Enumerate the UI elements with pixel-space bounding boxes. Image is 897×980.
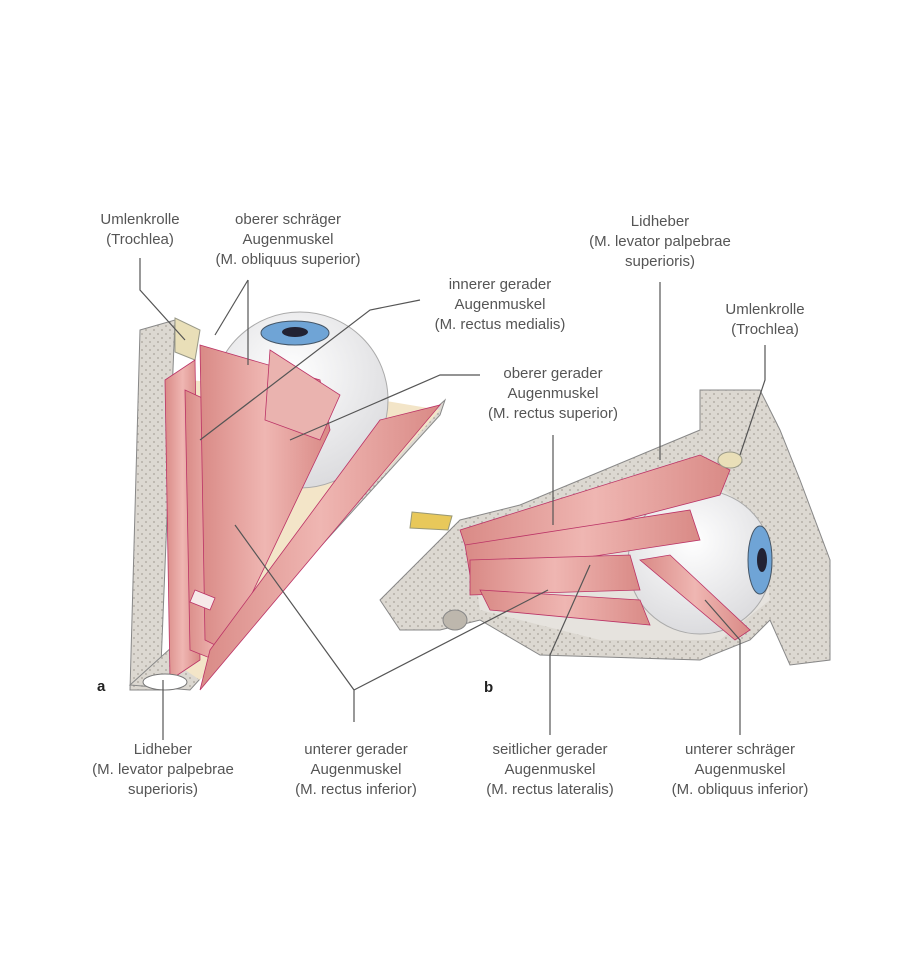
inferior-rectus-b bbox=[479, 589, 651, 626]
optic-nerve-b bbox=[409, 511, 453, 531]
panel-a-illustration bbox=[128, 311, 447, 691]
pupil-a bbox=[282, 327, 308, 337]
panel-label-a: a bbox=[97, 678, 106, 695]
superior-oblique-tendon-a bbox=[264, 349, 341, 441]
label-trochlea-a: Umlenkrolle(Trochlea) bbox=[100, 211, 180, 248]
trochlea-a bbox=[174, 317, 201, 361]
lateral-muscle-a bbox=[199, 404, 442, 691]
lateral-rectus-b bbox=[469, 554, 641, 596]
optic-nerve-a bbox=[142, 673, 188, 691]
leader-lines bbox=[139, 258, 766, 740]
panel-b-illustration bbox=[379, 389, 831, 666]
panel-label-b: b bbox=[484, 679, 494, 696]
inferior-oblique-b bbox=[639, 554, 751, 641]
label-trochlea-b: Umlenkrolle(Trochlea) bbox=[725, 301, 805, 338]
pupil-b bbox=[757, 548, 767, 572]
trochlea-b bbox=[717, 451, 743, 469]
